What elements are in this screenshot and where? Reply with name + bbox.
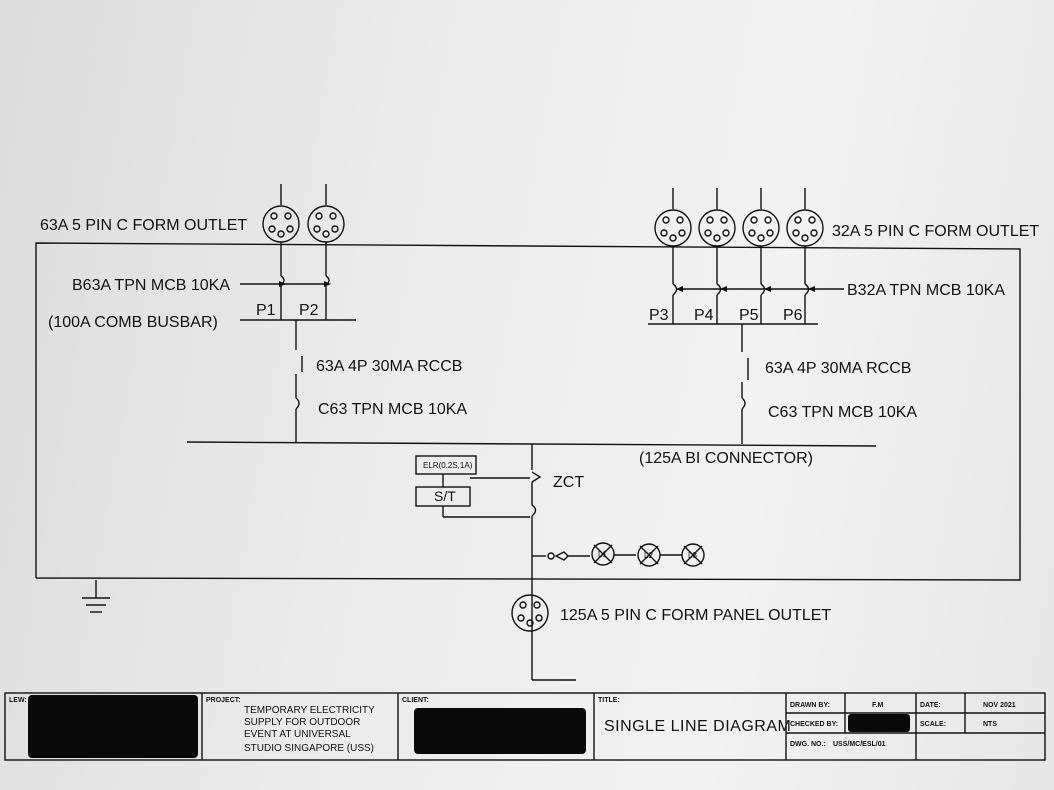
outlet-socket-icon xyxy=(307,205,345,243)
phase-label-p2: P2 xyxy=(299,302,319,319)
indicator-lamps: L1 L2 L3 xyxy=(532,542,705,567)
outlet-socket-icon xyxy=(654,209,692,247)
earth-icon xyxy=(82,580,110,613)
lamp-icon: L3 xyxy=(681,543,705,567)
right-mcbs: B32A TPN MCB 10KA xyxy=(672,246,1005,324)
dwg-no-value: USS/MC/ESL/01 xyxy=(833,741,886,748)
outlet-socket-icon xyxy=(786,209,824,247)
lamp-icon: L1 xyxy=(591,542,615,566)
enclosure-outline xyxy=(35,242,1021,581)
lew-header: LEW: xyxy=(9,697,27,704)
phase-label-p4: P4 xyxy=(694,307,714,324)
lamp-icon: L2 xyxy=(637,543,661,567)
shunt-trip-label: S/T xyxy=(434,488,456,504)
panel-outlet: 125A 5 PIN C FORM PANEL OUTLET xyxy=(511,594,831,632)
title-block: LEW: PROJECT: TEMPORARY ELECTRICITY SUPP… xyxy=(4,692,1046,761)
left-mcb-label: B63A TPN MCB 10KA xyxy=(72,277,230,294)
project-line-1: TEMPORARY ELECTRICITY xyxy=(244,705,375,716)
incomer-chain xyxy=(531,444,576,681)
dwg-no-header: DWG. NO.: xyxy=(790,741,826,748)
left-protection-chain: 63A 4P 30MA RCCB C63 TPN MCB 10KA xyxy=(295,320,467,442)
outlet-socket-icon xyxy=(262,205,300,243)
title-header: TITLE: xyxy=(598,697,620,704)
left-main-mcb-label: C63 TPN MCB 10KA xyxy=(318,401,467,418)
lamp-label-l1: L1 xyxy=(598,550,607,559)
phase-label-p3: P3 xyxy=(649,307,669,324)
project-line-3: EVENT AT UNIVERSAL xyxy=(244,729,351,740)
left-outlets: 63A 5 PIN C FORM OUTLET xyxy=(40,184,345,243)
client-header: CLIENT: xyxy=(402,697,429,704)
project-line-2: SUPPLY FOR OUTDOOR xyxy=(244,717,360,728)
right-rccb-label: 63A 4P 30MA RCCB xyxy=(765,360,911,377)
outlet-socket-icon xyxy=(511,594,549,632)
checked-by-header: CHECKED BY: xyxy=(790,721,838,728)
date-value: NOV 2021 xyxy=(983,702,1016,709)
redacted-checked-by xyxy=(848,714,910,732)
outlet-socket-icon xyxy=(742,209,780,247)
shunt-trip: S/T xyxy=(415,486,530,518)
phase-label-p1: P1 xyxy=(256,302,276,319)
redacted-lew-block xyxy=(28,695,198,758)
scale-header: SCALE: xyxy=(920,721,946,728)
project-line-4: STUDIO SINGAPORE (USS) xyxy=(244,743,374,754)
drawn-by-value: F.M xyxy=(872,702,883,709)
phase-label-p5: P5 xyxy=(739,307,759,324)
elr-relay: ELR(0.2S,1A) xyxy=(415,455,530,487)
right-outlets: 32A 5 PIN C FORM OUTLET xyxy=(654,188,1039,247)
right-protection-chain: 63A 4P 30MA RCCB C63 TPN MCB 10KA xyxy=(741,324,917,444)
drawn-by-header: DRAWN BY: xyxy=(790,702,830,709)
date-header: DATE: xyxy=(920,702,941,709)
bi-connector-label: (125A BI CONNECTOR) xyxy=(639,450,813,467)
project-header: PROJECT: xyxy=(206,697,241,704)
lamp-label-l2: L2 xyxy=(644,551,653,560)
right-outlet-label: 32A 5 PIN C FORM OUTLET xyxy=(832,223,1039,240)
phase-label-p6: P6 xyxy=(783,307,803,324)
left-outlet-label: 63A 5 PIN C FORM OUTLET xyxy=(40,217,247,234)
panel-outlet-label: 125A 5 PIN C FORM PANEL OUTLET xyxy=(560,607,831,624)
redacted-client-block xyxy=(414,708,586,754)
right-main-mcb-label: C63 TPN MCB 10KA xyxy=(768,404,917,421)
right-mcb-label: B32A TPN MCB 10KA xyxy=(847,282,1005,299)
left-mcbs: B63A TPN MCB 10KA xyxy=(72,242,331,320)
lamp-label-l3: L3 xyxy=(688,551,697,560)
zct-label: ZCT xyxy=(553,474,584,491)
left-busbar-label: (100A COMB BUSBAR) xyxy=(48,314,218,331)
elr-label: ELR(0.2S,1A) xyxy=(423,461,473,470)
outlet-socket-icon xyxy=(698,209,736,247)
scale-value: NTS xyxy=(983,721,997,728)
left-rccb-label: 63A 4P 30MA RCCB xyxy=(316,358,462,375)
drawing-title: SINGLE LINE DIAGRAM xyxy=(604,718,791,735)
